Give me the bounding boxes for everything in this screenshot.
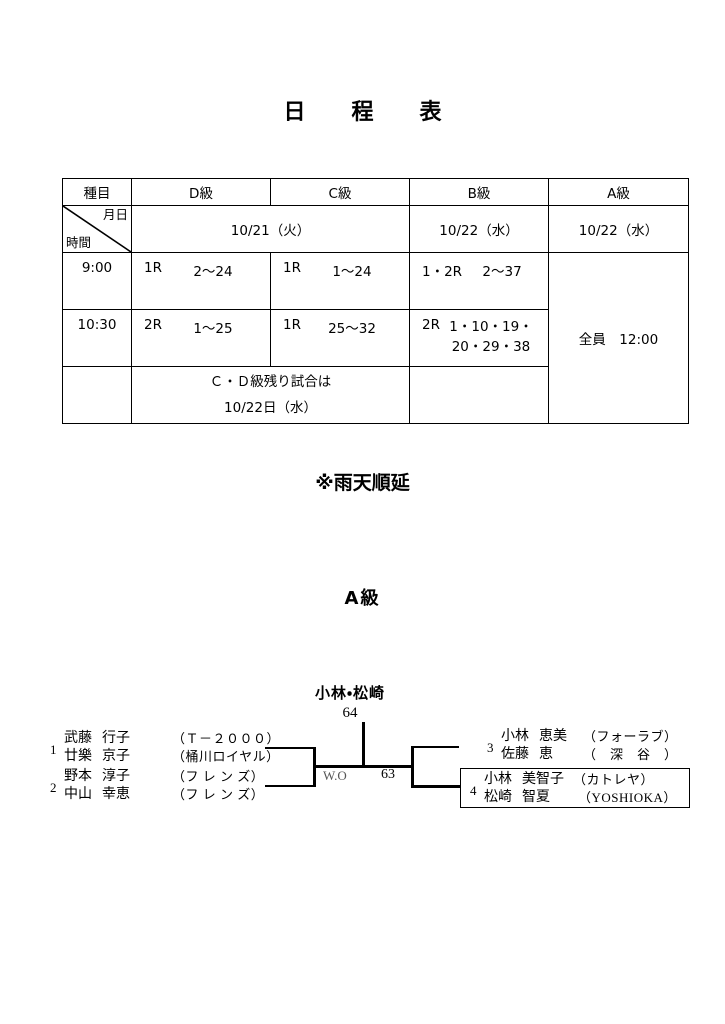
schedule-table: 種目 D級 C級 B級 A級 月日 時間 10/21（火） 10/22（水） 1… <box>62 178 689 424</box>
player-given-name: 淳子 <box>102 768 130 784</box>
player-name-line: 小林美智子 <box>484 768 564 788</box>
winner-highlight-box <box>460 768 690 808</box>
player-club: （桶川ロイヤル） <box>172 749 280 764</box>
champion-name: 小林・松崎 <box>314 684 386 702</box>
player-surname: 廿樂 <box>64 748 92 764</box>
table-date-row: 月日 時間 10/21（火） 10/22（水） 10/22（水） <box>62 205 689 253</box>
bracket-stem-left <box>313 765 335 768</box>
player-name-line: 佐藤恵 <box>501 743 553 763</box>
corner-cell-date-time: 月日 時間 <box>62 205 132 253</box>
note-line-2: 10/22日（水） <box>224 400 317 416</box>
date-cell-class-a: 10/22（水） <box>548 205 689 253</box>
player-surname: 小林 <box>484 771 512 787</box>
diagonal-divider-icon <box>63 206 131 252</box>
player-club: （Ｔ－２０００） <box>172 731 281 746</box>
header-cell-class-a: A級 <box>548 178 689 206</box>
player-name-line: 中山幸恵 <box>64 783 130 803</box>
class-a-summary-cell: 全員 12:00 <box>548 252 689 424</box>
player-given-name: 幸恵 <box>102 786 130 802</box>
note-line-1: Ｃ・Ｄ級残り試合は <box>209 373 332 390</box>
header-cell-category: 種目 <box>62 178 132 206</box>
time-value: 10:30 <box>77 317 117 333</box>
page-title: 日 程 表 <box>283 100 454 125</box>
round-label: 1R <box>144 260 162 276</box>
round-label: 2R <box>422 317 440 333</box>
player-surname: 小林 <box>501 728 529 744</box>
champion-score: 64 <box>342 705 358 721</box>
player-given-name: 恵 <box>539 746 553 762</box>
player-given-name: 行子 <box>102 730 130 746</box>
final-score: 63 <box>381 767 395 782</box>
player-name-line: 小林恵美 <box>501 725 567 745</box>
table-row: 9:00 1R 2～24 1R 1～24 1・2R <box>62 252 689 424</box>
bracket-line-team3 <box>411 746 459 748</box>
match-range-line1: 1・10・19・ <box>449 319 533 335</box>
match-range: 1～25 <box>193 321 233 337</box>
seed-number-2: 2 <box>50 780 57 795</box>
class-a-summary-text: 全員 12:00 <box>578 332 659 348</box>
player-name-line: 廿樂京子 <box>64 745 130 765</box>
player-surname: 武藤 <box>64 730 92 746</box>
player-surname: 佐藤 <box>501 746 529 762</box>
bracket-champion-stem <box>362 722 365 767</box>
match-cell-b-1030: 2R 1・10・19・ 20・29・38 <box>409 309 549 367</box>
table-header-row: 種目 D級 C級 B級 A級 <box>62 178 689 206</box>
bracket-line-team4 <box>411 785 461 788</box>
player-club: （YOSHIOKA） <box>578 790 677 805</box>
table-row: Ｃ・Ｄ級残り試合は 10/22日（水） <box>62 366 689 424</box>
player-surname: 松崎 <box>484 789 512 805</box>
corner-label-time: 時間 <box>66 235 92 251</box>
round-label: 2R <box>144 317 162 333</box>
round-label: 1R <box>283 260 301 276</box>
player-given-name: 京子 <box>102 748 130 764</box>
bracket-final-line <box>333 765 413 768</box>
date-cell-class-dc: 10/21（火） <box>131 205 410 253</box>
player-given-name: 智夏 <box>522 789 550 805</box>
player-name-line: 武藤行子 <box>64 727 130 747</box>
match-range: 1～24 <box>332 264 372 280</box>
time-cell-1030: 10:30 <box>62 309 132 367</box>
match-cell-d-0900: 1R 2～24 <box>131 252 271 310</box>
bracket-line-team2 <box>265 785 315 787</box>
schedule-table-container: 種目 D級 C級 B級 A級 月日 時間 10/21（火） 10/22（水） 1… <box>62 178 689 424</box>
match-cell-c-1030: 1R 25～32 <box>270 309 410 367</box>
class-a-heading: A級 <box>344 588 381 609</box>
player-name-line: 松崎智夏 <box>484 786 550 806</box>
date-cell-class-b: 10/22（水） <box>409 205 549 253</box>
player-club: （カトレヤ） <box>573 772 655 787</box>
walkover-label: W.O <box>323 768 347 783</box>
match-range: 25～32 <box>328 321 376 337</box>
player-given-name: 美智子 <box>522 771 564 787</box>
player-name-line: 野本淳子 <box>64 765 130 785</box>
player-surname: 中山 <box>64 786 92 802</box>
bracket-connector-right <box>411 746 414 787</box>
match-range: 1・10・19・ 20・29・38 <box>440 317 542 358</box>
time-cell-empty <box>62 366 132 424</box>
corner-label-date: 月日 <box>102 207 128 222</box>
match-cell-b-0900: 1・2R 2～37 <box>409 252 549 310</box>
player-club: （フ レ ン ズ） <box>172 769 265 784</box>
player-club: （フォーラブ） <box>583 729 678 744</box>
empty-cell-class-b <box>409 366 549 424</box>
remaining-matches-note: Ｃ・Ｄ級残り試合は 10/22日（水） <box>131 366 410 424</box>
seed-number-3: 3 <box>487 740 494 755</box>
match-range: 2～37 <box>482 264 522 280</box>
bracket-line-team1 <box>265 747 315 749</box>
seed-number-4: 4 <box>470 783 477 798</box>
match-range: 2～24 <box>193 264 233 280</box>
round-label: 1R <box>283 317 301 333</box>
rain-postponement-note: ※雨天順延 <box>315 472 410 494</box>
seed-number-1: 1 <box>50 742 57 757</box>
match-range-line2: 20・29・38 <box>451 339 531 356</box>
match-cell-c-0900: 1R 1～24 <box>270 252 410 310</box>
round-label: 1・2R <box>422 264 463 280</box>
player-club: （ 深 谷 ） <box>583 747 678 762</box>
player-given-name: 恵美 <box>539 728 567 744</box>
match-cell-d-1030: 2R 1～25 <box>131 309 271 367</box>
header-cell-class-c: C級 <box>270 178 410 206</box>
player-surname: 野本 <box>64 768 92 784</box>
table-row: 10:30 2R 1～25 1R 25～32 2R <box>62 309 689 367</box>
player-club: （フ レ ン ズ） <box>172 787 265 802</box>
time-value: 9:00 <box>81 260 113 276</box>
